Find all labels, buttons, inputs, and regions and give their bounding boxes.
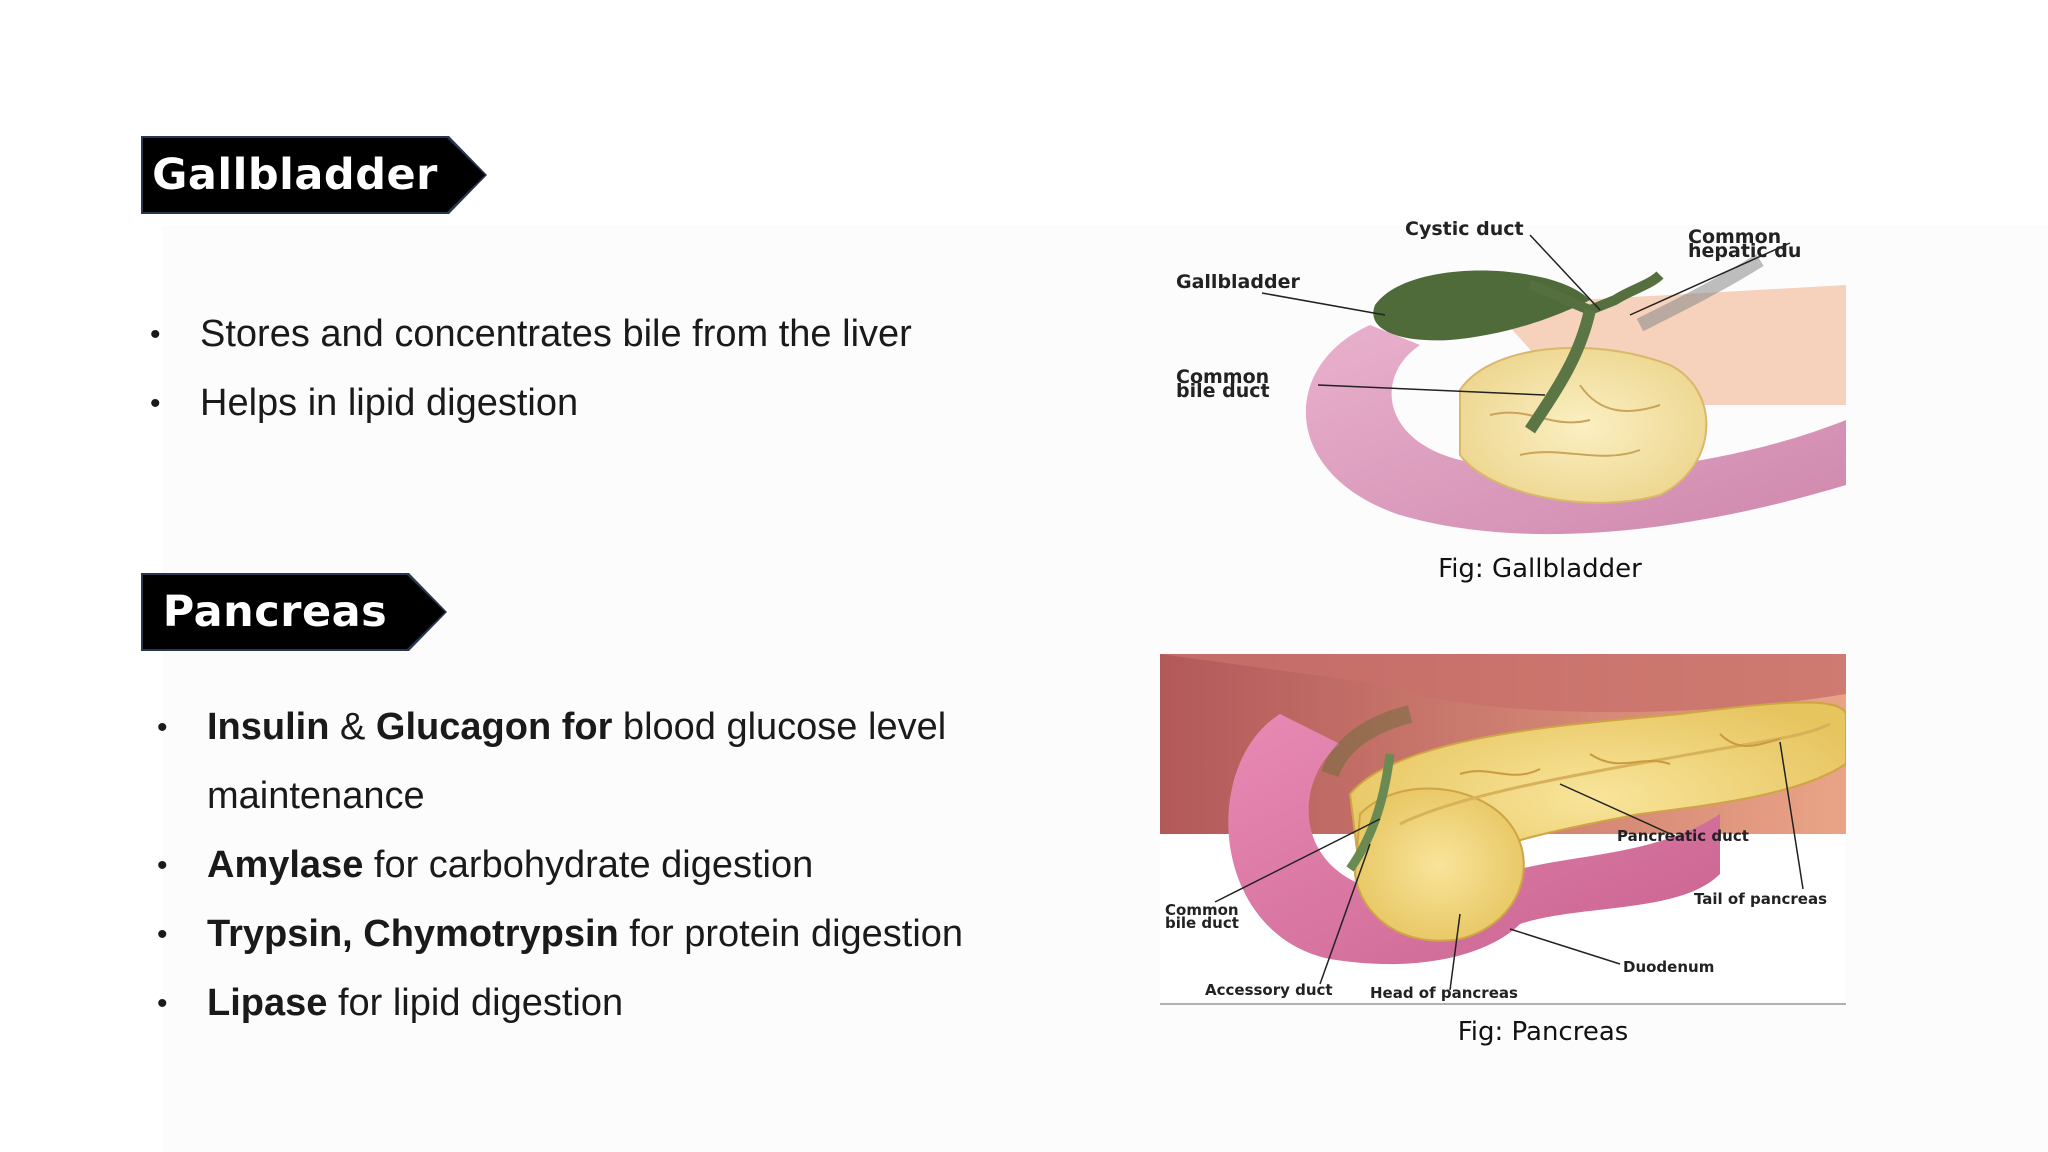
label-tail-of-pancreas: Tail of pancreas xyxy=(1694,890,1827,908)
label-common-bile-1: Common xyxy=(1176,366,1269,388)
list-item: • Stores and concentrates bile from the … xyxy=(150,300,1050,369)
bullet-text: Stores and concentrates bile from the li… xyxy=(200,313,912,355)
gallbladder-illustration: Cystic duct Common hepatic du Gallbladde… xyxy=(1176,218,1846,535)
label-common-bile-2: bile duct xyxy=(1165,914,1239,932)
bullet-bold: Amylase xyxy=(207,844,364,886)
list-item: • Lipase for lipid digestion xyxy=(157,982,624,1024)
list-item: • Amylase for carbohydrate digestion xyxy=(157,844,814,886)
gallbladder-caption: Fig: Gallbladder xyxy=(1438,554,1642,584)
bullet-plain: for protein digestion xyxy=(618,913,964,955)
pancreas-illustration: Pancreatic duct Tail of pancreas Common … xyxy=(1160,654,1846,1005)
gallbladder-bullets: • Stores and concentrates bile from the … xyxy=(150,300,1050,438)
bullet-bold: Trypsin, Chymotrypsin xyxy=(207,913,619,955)
label-pancreatic-duct: Pancreatic duct xyxy=(1617,827,1749,845)
bullet-plain: & xyxy=(329,706,376,748)
list-item: • Helps in lipid digestion xyxy=(150,369,1050,438)
label-common-bile-2: bile duct xyxy=(1176,380,1270,402)
bullet-bold: Lipase xyxy=(207,982,328,1024)
pancreas-figure: Pancreatic duct Tail of pancreas Common … xyxy=(1160,654,1846,1006)
pancreas-bullets: • Insulin & Glucagon for blood glucose l… xyxy=(157,693,1057,1038)
bullet-bold: Insulin xyxy=(207,706,330,748)
label-common-hepatic-2: hepatic du xyxy=(1688,240,1801,262)
bullet-plain: blood glucose level maintenance xyxy=(207,706,947,817)
pancreas-title: Pancreas xyxy=(162,587,388,637)
list-item: • Trypsin, Chymotrypsin for protein dige… xyxy=(157,913,964,955)
bullet-bold: Glucagon for xyxy=(375,706,613,748)
list-item: • Insulin & Glucagon for blood glucose l… xyxy=(157,706,947,817)
label-duodenum: Duodenum xyxy=(1623,958,1714,976)
bullet-text: Helps in lipid digestion xyxy=(200,382,579,424)
label-common-bile-1: Common xyxy=(1165,901,1239,919)
label-cystic-duct: Cystic duct xyxy=(1405,218,1524,240)
pancreas-banner: Pancreas xyxy=(143,575,445,649)
label-accessory-duct: Accessory duct xyxy=(1205,981,1333,999)
label-gallbladder: Gallbladder xyxy=(1176,271,1300,293)
gallbladder-title: Gallbladder xyxy=(152,150,438,200)
bullet-plain: for carbohydrate digestion xyxy=(363,844,814,886)
label-common-hepatic-1: Common xyxy=(1688,226,1781,248)
gallbladder-figure: Cystic duct Common hepatic du Gallbladde… xyxy=(1160,215,1846,540)
label-head-of-pancreas: Head of pancreas xyxy=(1370,984,1518,1002)
bullet-plain: for lipid digestion xyxy=(327,982,624,1024)
gallbladder-banner: Gallbladder xyxy=(143,138,485,212)
pancreas-caption: Fig: Pancreas xyxy=(1457,1017,1629,1047)
